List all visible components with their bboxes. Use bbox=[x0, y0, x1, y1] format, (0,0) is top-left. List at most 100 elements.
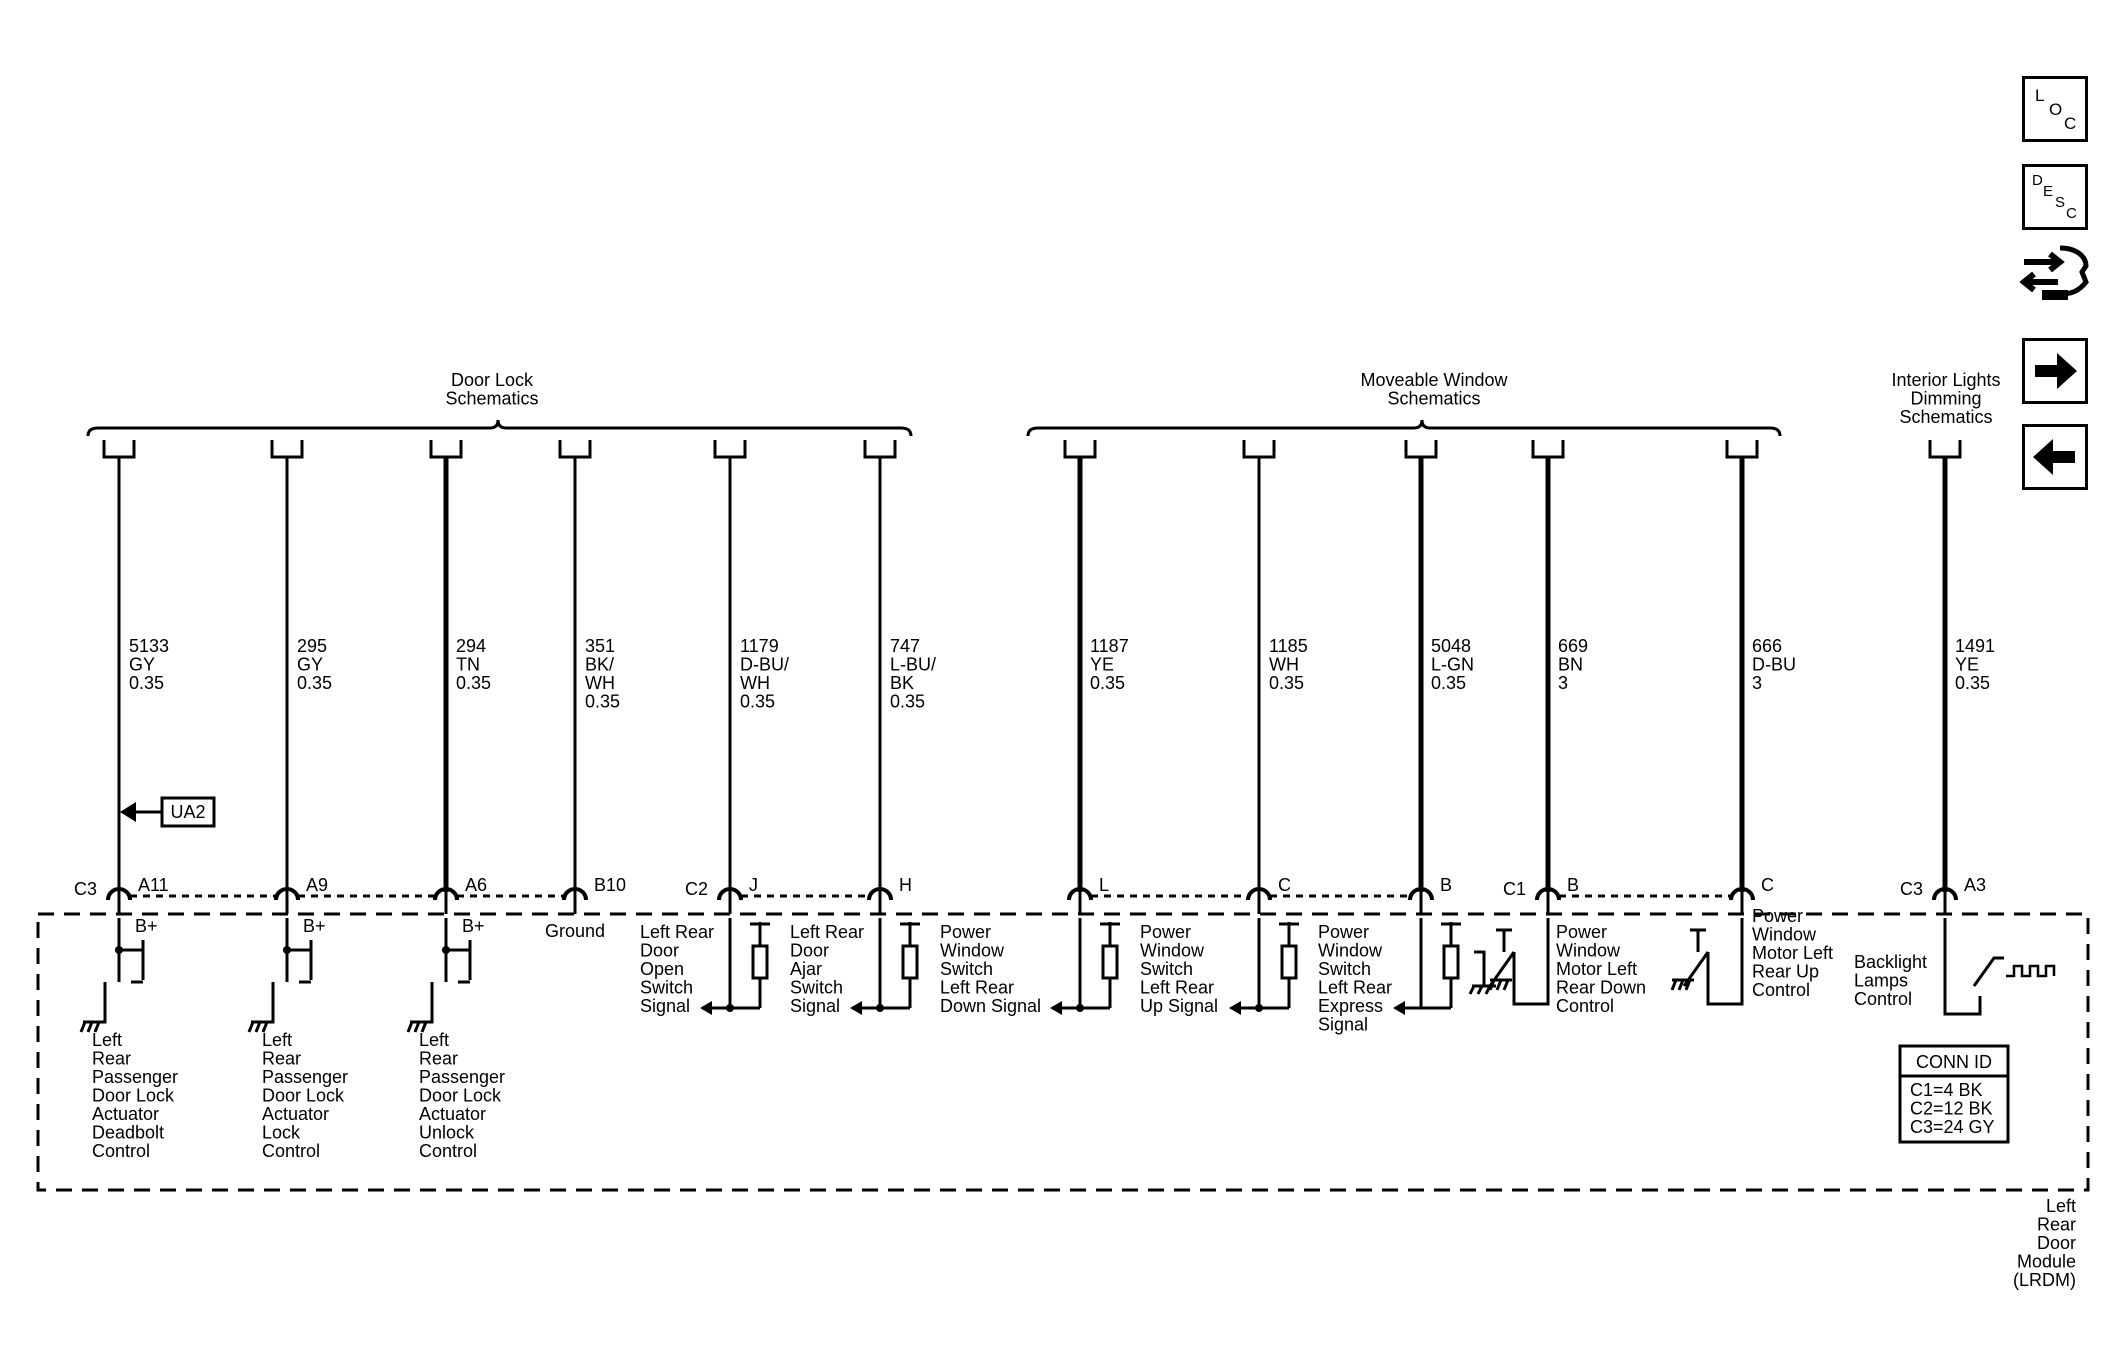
connector-pin bbox=[1932, 887, 1958, 901]
pin-label-2: A9 bbox=[306, 875, 328, 895]
circuit-label-10-line: BN bbox=[1558, 655, 1583, 675]
relay-bplus bbox=[1496, 928, 1512, 952]
circuit-label-7-line: 1187 bbox=[1090, 636, 1129, 656]
circuit-label-1-line: 5133 bbox=[129, 636, 169, 656]
circuit-label-12-line: 0.35 bbox=[1955, 673, 1990, 693]
loc-letter-2: O bbox=[2049, 100, 2062, 119]
circuit-label-6-line: L-BU/ bbox=[890, 655, 936, 675]
harness-button[interactable] bbox=[2019, 242, 2090, 306]
ua2-arrow bbox=[120, 802, 136, 822]
circuit-label-2-line: GY bbox=[297, 655, 323, 675]
circuit-label-5-line: 1179 bbox=[740, 636, 779, 656]
wire-terminal bbox=[1725, 440, 1759, 459]
function-label-8-line: Window bbox=[1318, 941, 1383, 961]
function-label-7-line: Up Signal bbox=[1140, 996, 1218, 1016]
module-boundary bbox=[36, 912, 2090, 1192]
function-label-6-line: Power bbox=[940, 922, 991, 942]
desc-button[interactable]: D E S C bbox=[2022, 164, 2088, 230]
circuit-label-10-line: 3 bbox=[1558, 673, 1568, 693]
connector-label-12: C3 bbox=[1900, 879, 1923, 899]
signal-node bbox=[1255, 1004, 1263, 1012]
circuit-label-5-line: D-BU/ bbox=[740, 655, 789, 675]
bplus-label-2: B+ bbox=[303, 916, 326, 936]
function-label-8-line: Switch bbox=[1318, 959, 1371, 979]
signal-node bbox=[1076, 1004, 1084, 1012]
function-label-5-line: Door bbox=[790, 941, 829, 961]
conn-id-line: C1=4 BK bbox=[1910, 1080, 1983, 1100]
connector-label-1: C3 bbox=[74, 879, 97, 899]
function-label-7-line: Switch bbox=[1140, 959, 1193, 979]
conn-id-line: C2=12 BK bbox=[1910, 1099, 1993, 1119]
wire-terminal bbox=[1404, 440, 1438, 459]
function-label-5-line: Switch bbox=[790, 978, 843, 998]
function-label-4-line: Left Rear bbox=[640, 922, 714, 942]
circuit-label-10-line: 669 bbox=[1558, 636, 1588, 656]
function-label-8-line: Power bbox=[1318, 922, 1369, 942]
signal-arrow-icon bbox=[700, 1001, 712, 1015]
conn-id-line: C3=24 GY bbox=[1910, 1117, 1995, 1137]
circuit-label-9-line: L-GN bbox=[1431, 655, 1474, 675]
circuit-label-4-line: WH bbox=[585, 673, 615, 693]
connector-pin bbox=[867, 887, 893, 901]
circuit-label-11-line: 3 bbox=[1752, 673, 1762, 693]
desc-icon: D E S C bbox=[2032, 172, 2077, 222]
function-label-8-line: Signal bbox=[1318, 1015, 1368, 1035]
desc-letter-1: D bbox=[2032, 172, 2043, 189]
driver-bplus-switch bbox=[119, 940, 145, 984]
function-label-6-line: Left Rear bbox=[940, 978, 1014, 998]
circuit-label-9-line: 5048 bbox=[1431, 636, 1471, 656]
function-label-5-line: Ajar bbox=[790, 959, 822, 979]
group-bracket bbox=[1026, 419, 1782, 437]
wire-terminal bbox=[270, 440, 304, 459]
components bbox=[79, 796, 2056, 1144]
connector-pin bbox=[1408, 887, 1434, 901]
function-label-9-line: Rear Down bbox=[1556, 978, 1646, 998]
function-label-11-line: Lamps bbox=[1854, 971, 1908, 991]
prev-button[interactable] bbox=[2022, 424, 2088, 490]
function-label-3-line: Control bbox=[419, 1141, 477, 1161]
function-label-8-line: Left Rear bbox=[1318, 978, 1392, 998]
connector-pin bbox=[106, 887, 132, 901]
next-button[interactable] bbox=[2022, 338, 2088, 404]
circuit-label-11-line: D-BU bbox=[1752, 655, 1796, 675]
pin-label-11: C bbox=[1761, 875, 1774, 895]
circuit-label-4-line: BK/ bbox=[585, 655, 614, 675]
pwm-switch bbox=[1972, 956, 2004, 987]
function-label-2-line: Door Lock bbox=[262, 1086, 345, 1106]
loc-button[interactable]: L O C bbox=[2022, 76, 2088, 142]
signal-arrow-icon bbox=[1050, 1001, 1062, 1015]
function-label-6-line: Down Signal bbox=[940, 996, 1041, 1016]
function-label-10-line: Window bbox=[1752, 925, 1817, 945]
pin-label-4: B10 bbox=[594, 875, 626, 895]
driver-ground-lead bbox=[93, 982, 107, 1024]
function-label-9-line: Power bbox=[1556, 922, 1607, 942]
relay-bplus bbox=[1690, 928, 1706, 952]
moveable-window-schematics-label-line: Schematics bbox=[1387, 389, 1480, 409]
circuit-label-3-line: 0.35 bbox=[456, 673, 491, 693]
conn-id-title: CONN ID bbox=[1916, 1052, 1992, 1072]
function-label-2-line: Actuator bbox=[262, 1104, 329, 1124]
interior-lights-schematics-label-line: Schematics bbox=[1899, 407, 1992, 427]
circuit-label-8-line: 1185 bbox=[1269, 636, 1308, 656]
pullup-resistor bbox=[901, 944, 919, 980]
interior-lights-schematics-label-line: Interior Lights bbox=[1891, 370, 2000, 390]
circuit-label-5-line: 0.35 bbox=[740, 692, 775, 712]
driver-bplus-switch bbox=[287, 940, 313, 984]
function-label-9-line: Motor Left bbox=[1556, 959, 1637, 979]
wire-terminal bbox=[863, 440, 897, 459]
function-label-5-line: Left Rear bbox=[790, 922, 864, 942]
driver-ground-lead bbox=[261, 982, 275, 1024]
circuit-label-6-line: BK bbox=[890, 673, 914, 693]
wire-terminal bbox=[429, 440, 463, 459]
